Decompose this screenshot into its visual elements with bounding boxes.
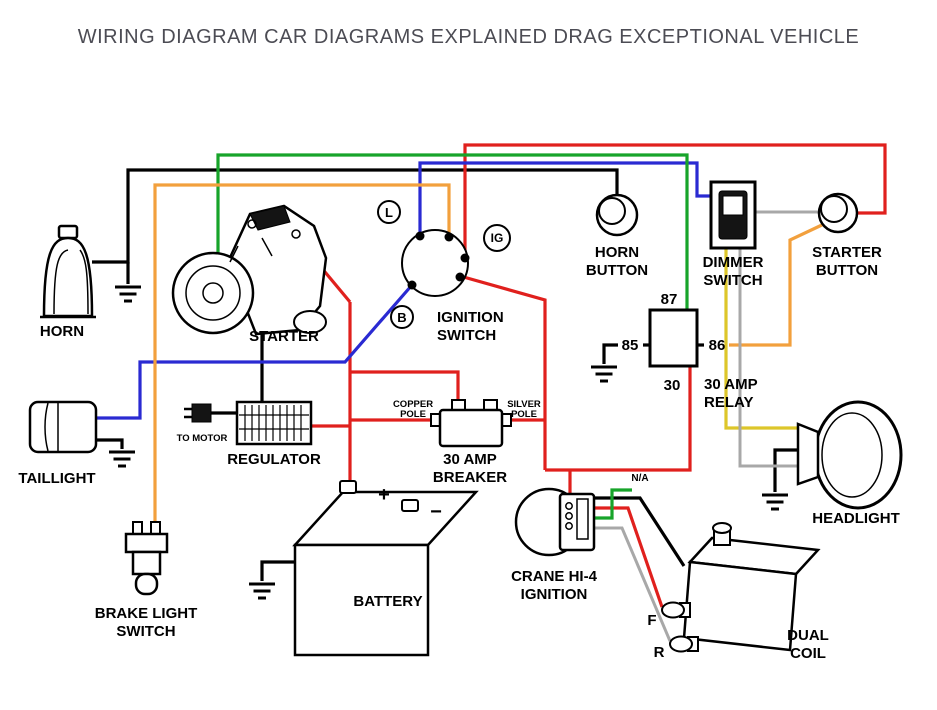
copper-pole-label-line2: POLE xyxy=(400,409,426,420)
wire-crane-to-coil-gray xyxy=(594,526,672,642)
wire-dimmer-to-headlight-yellow xyxy=(724,248,798,430)
wire-ignition-to-starter-button xyxy=(463,143,887,258)
battery-minus-label: − xyxy=(430,501,442,523)
ignition-switch-label-line2: SWITCH xyxy=(437,327,496,344)
taillight-component: TAILLIGHT xyxy=(18,400,98,487)
wire-ignition-to-taillight xyxy=(96,283,414,420)
relay-pin-30: 30 xyxy=(664,377,681,394)
regulator-label: REGULATOR xyxy=(227,451,321,468)
ignition-terminal-b: B xyxy=(397,310,406,325)
headlight-component: HEADLIGHT xyxy=(796,400,903,527)
horn-button-label-line1: HORN xyxy=(595,244,639,261)
relay-pin-86: 86 xyxy=(709,337,726,354)
wire-taillight-ground xyxy=(96,438,124,449)
coil-terminal-r: R xyxy=(654,644,665,661)
dimmer-switch-component: DIMMER SWITCH xyxy=(703,180,764,289)
starter-button-label-line1: STARTER xyxy=(812,244,882,261)
wire-crane-na-stub xyxy=(594,488,632,520)
starter-button-component: STARTER BUTTON xyxy=(812,192,882,279)
ignition-switch-component: L IG B IGNITION SWITCH xyxy=(377,200,511,344)
breaker-label-line2: BREAKER xyxy=(433,469,507,486)
wire-relay-85-ground xyxy=(602,343,618,364)
battery-plus-label: + xyxy=(378,484,390,506)
page-title: WIRING DIAGRAM CAR DIAGRAMS EXPLAINED DR… xyxy=(77,26,860,48)
to-motor-plug: TO MOTOR xyxy=(177,403,228,444)
to-motor-label: TO MOTOR xyxy=(177,433,228,444)
regulator-component: REGULATOR xyxy=(227,400,321,468)
wire-crane-to-coil-black xyxy=(594,496,686,567)
dual-coil-label-line1: DUAL xyxy=(787,627,829,644)
ground-symbol xyxy=(760,493,790,511)
relay-label-line1: 30 AMP xyxy=(704,376,758,393)
horn-button-label-line2: BUTTON xyxy=(586,262,648,279)
ignition-switch-label-line1: IGNITION xyxy=(437,309,504,326)
battery-label: BATTERY xyxy=(353,593,422,610)
dual-coil-label-line2: COIL xyxy=(790,645,826,662)
ground-symbol xyxy=(247,582,277,600)
crane-ignition-component: N/A CRANE HI-4 IGNITION xyxy=(511,473,649,603)
breaker-component: COPPER POLE SILVER POLE 30 AMP BREAKER xyxy=(393,399,541,486)
starter-label: STARTER xyxy=(249,328,319,345)
coil-terminal-f: F xyxy=(647,612,656,629)
breaker-label-line1: 30 AMP xyxy=(443,451,497,468)
taillight-label: TAILLIGHT xyxy=(18,470,95,487)
wire-relay-30-feed xyxy=(545,366,692,472)
brake-light-switch-label-line2: SWITCH xyxy=(116,623,175,640)
wire-ignition-to-dimmer xyxy=(418,161,711,236)
horn-component: HORN xyxy=(40,224,96,340)
dimmer-switch-label-line2: SWITCH xyxy=(703,272,762,289)
wire-starter-to-relay-87 xyxy=(216,153,689,310)
starter-button-label-line2: BUTTON xyxy=(816,262,878,279)
wire-dimmer-to-headlight-gray xyxy=(738,248,798,468)
na-label: N/A xyxy=(631,473,648,484)
headlight-label: HEADLIGHT xyxy=(812,510,900,527)
wire-relay-86-to-starter-button xyxy=(729,222,825,347)
silver-pole-label-line1: SILVER xyxy=(507,399,541,410)
wire-ignition-to-breaker xyxy=(459,274,547,470)
brake-light-switch-label-line1: BRAKE LIGHT xyxy=(95,605,198,622)
silver-pole-label-line2: POLE xyxy=(511,409,537,420)
relay-pin-87: 87 xyxy=(661,291,678,308)
copper-pole-label-line1: COPPER xyxy=(393,399,433,410)
ground-symbol xyxy=(107,450,137,468)
brake-light-switch-component: BRAKE LIGHT SWITCH xyxy=(95,521,198,640)
ignition-terminal-ig: IG xyxy=(491,231,504,245)
horn-button-component: HORN BUTTON xyxy=(586,193,648,279)
ground-symbol xyxy=(113,285,143,303)
dimmer-switch-label-line1: DIMMER xyxy=(703,254,764,271)
crane-ignition-label-line1: CRANE HI-4 xyxy=(511,568,597,585)
starter-component: STARTER xyxy=(171,204,328,345)
wire-battery-ground xyxy=(260,560,295,581)
relay-label-line2: RELAY xyxy=(704,394,753,411)
battery-component: + − BATTERY xyxy=(292,480,479,657)
relay-pin-85: 85 xyxy=(622,337,639,354)
relay-component: 87 85 86 30 30 AMP RELAY xyxy=(622,291,758,411)
wire-ignition-to-brake-switch xyxy=(153,183,451,522)
crane-ignition-label-line2: IGNITION xyxy=(521,586,588,603)
wire-headlight-ground xyxy=(773,448,798,492)
wire-breaker-copper-feed xyxy=(350,370,460,400)
horn-label: HORN xyxy=(40,323,84,340)
ignition-terminal-l: L xyxy=(385,205,393,220)
wires xyxy=(92,143,887,642)
dual-coil-component: F R DUAL COIL xyxy=(647,522,829,662)
wire-crane-to-coil-red xyxy=(594,506,664,608)
wire-horn-to-horn-button xyxy=(92,168,619,264)
ground-symbol xyxy=(589,365,619,383)
